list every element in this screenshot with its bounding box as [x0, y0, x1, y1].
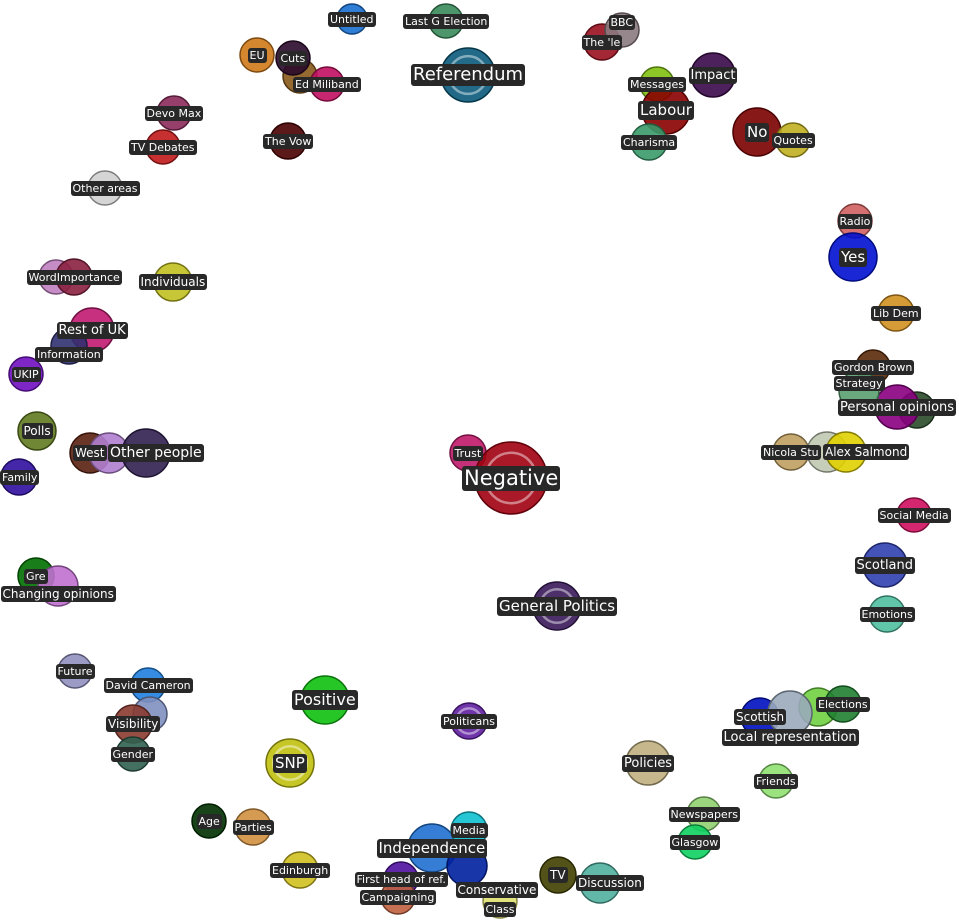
node-label: First head of ref.	[354, 871, 448, 887]
node-label: EU	[247, 47, 267, 63]
node-label: Devo Max	[144, 105, 204, 121]
node-label: Information	[35, 346, 103, 362]
node-label: SNP	[273, 753, 307, 773]
node-label: Quotes	[771, 132, 815, 148]
node-label: Scotland	[854, 556, 916, 574]
node-label: Positive	[292, 690, 358, 710]
node-label: Conservative	[455, 882, 539, 898]
node-label: Discussion	[576, 875, 644, 891]
node-label: Elections	[816, 696, 870, 712]
node-label: Gre	[24, 568, 48, 584]
node-label: General Politics	[497, 596, 618, 616]
node-label: Scottish	[734, 709, 787, 725]
node-label: Other areas	[70, 180, 140, 196]
node-label: Local representation	[721, 728, 859, 746]
node-label: West	[73, 445, 107, 461]
node-label: Referendum	[411, 64, 526, 86]
node-label: Untitled	[328, 11, 376, 27]
node-label: Personal opinions	[838, 398, 957, 416]
node-label: Messages	[628, 76, 686, 92]
node-label: David Cameron	[103, 677, 193, 693]
node-label: Gordon Brown	[832, 359, 915, 375]
node-label: Trust	[452, 445, 484, 461]
node-label: WordImportance	[26, 269, 122, 285]
node-label: Ed Miliband	[293, 76, 361, 92]
node-label: Rest of UK	[56, 321, 128, 339]
node-label: Class	[483, 901, 517, 917]
node-label: Lib Dem	[871, 305, 921, 321]
node-label: Future	[55, 663, 95, 679]
node-label: Glasgow	[669, 834, 721, 850]
node-label: Labour	[638, 100, 694, 120]
node-label: Polls	[21, 423, 53, 439]
node-label: Policies	[622, 754, 675, 772]
node-label: Other people	[108, 444, 204, 462]
node-label: Edinburgh	[270, 862, 331, 878]
node-label: Politicans	[441, 713, 497, 729]
node-label: Alex Salmond	[823, 444, 910, 460]
node-label: Last G Election	[403, 13, 490, 29]
node-label: No	[745, 122, 770, 142]
node-label: Newspapers	[668, 806, 740, 822]
node-label: Nicola Stu	[761, 444, 821, 460]
node-label: The Vow	[263, 133, 314, 149]
node-label: Parties	[232, 819, 274, 835]
node-label: Media	[450, 822, 488, 838]
node-label: TV	[548, 867, 568, 883]
node-label: Strategy	[833, 375, 885, 391]
node-label: Charisma	[621, 134, 678, 150]
node-label: Gender	[110, 746, 156, 762]
node-label: Visibility	[106, 716, 161, 732]
node-label: TV Debates	[129, 139, 197, 155]
node-label: Age	[196, 813, 222, 829]
node-label: The 'le	[581, 34, 623, 50]
node-label: Social Media	[877, 507, 951, 523]
node-label: Impact	[688, 66, 738, 84]
node-label: Radio	[837, 213, 873, 229]
node-label: Individuals	[138, 274, 208, 290]
node-label: Negative	[462, 465, 561, 491]
node-label: Campaigning	[359, 889, 437, 905]
node-label: UKIP	[11, 366, 41, 382]
node-label: BBC	[608, 14, 636, 30]
node-label: Cuts	[278, 50, 308, 66]
node-label: Family	[0, 469, 40, 485]
node-label: Independence	[376, 838, 488, 858]
node-label: Emotions	[859, 606, 915, 622]
node-label: Yes	[839, 247, 868, 267]
node-label: Changing opinions	[0, 586, 116, 602]
node-label: Friends	[754, 773, 798, 789]
